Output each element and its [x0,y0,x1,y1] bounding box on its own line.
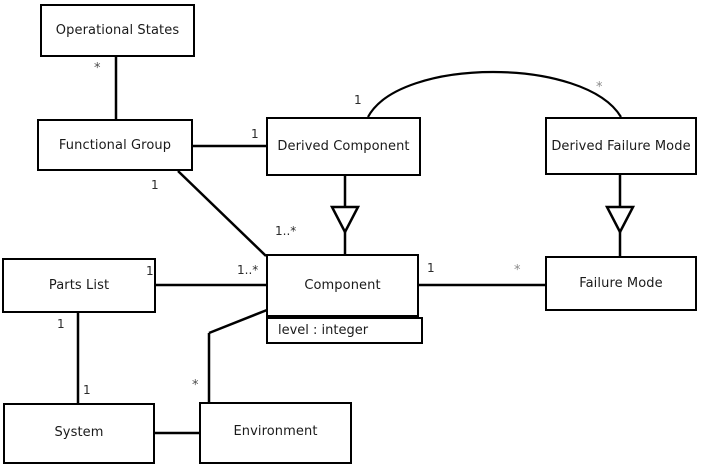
class-name-parts-list: Parts List [48,278,110,293]
multiplicity-environment-star: * [192,378,199,393]
class-name-failure-mode: Failure Mode [579,276,663,291]
class-name-derived-failure-mode: Derived Failure Mode [551,138,691,154]
multiplicity-failure-mode-star: * [514,263,521,278]
class-attributes-component: level : integer [266,317,423,344]
class-box-derived-component[interactable]: Derived Component [266,117,421,176]
class-name-operational-states: Operational States [55,23,180,38]
class-box-failure-mode[interactable]: Failure Mode [545,256,697,311]
class-name-system: System [54,425,104,440]
multiplicity-arc-derived-failure-mode-star: * [596,80,603,95]
multiplicity-component-right-one: 1 [427,261,435,275]
multiplicity-parts-list-down-one: 1 [57,317,65,331]
class-box-parts-list[interactable]: Parts List [2,258,156,313]
class-attribute-component-level: level : integer [278,323,369,338]
class-box-environment[interactable]: Environment [199,402,352,464]
multiplicity-component-diagonal-one-star: 1..* [275,224,297,238]
multiplicity-system-up-one: 1 [83,383,91,397]
class-name-component: Component [304,278,381,293]
edge-functional-group-component [177,170,267,257]
multiplicity-arc-derived-component-one: 1 [354,93,362,107]
multiplicity-component-left-one-star: 1..* [237,263,259,277]
class-name-environment: Environment [233,424,318,439]
multiplicity-functional-group-one: 1 [151,178,159,192]
edge-derived-component-derived-failure-mode [367,70,622,118]
class-box-operational-states[interactable]: Operational States [40,4,195,57]
hollow-triangle-down-icon-failure-mode [604,205,636,235]
class-box-component[interactable]: Component [266,254,419,317]
class-box-system[interactable]: System [3,403,155,464]
multiplicity-parts-list-one: 1 [146,264,154,278]
class-box-functional-group[interactable]: Functional Group [37,119,193,171]
hollow-triangle-down-icon-component [329,205,361,235]
multiplicity-operational-states-star: * [94,61,101,76]
class-name-functional-group: Functional Group [58,137,172,153]
edge-environment-component-diagonal [208,308,268,335]
class-name-derived-component: Derived Component [277,139,410,154]
class-box-derived-failure-mode[interactable]: Derived Failure Mode [545,117,697,175]
multiplicity-derived-component-one: 1 [251,127,259,141]
